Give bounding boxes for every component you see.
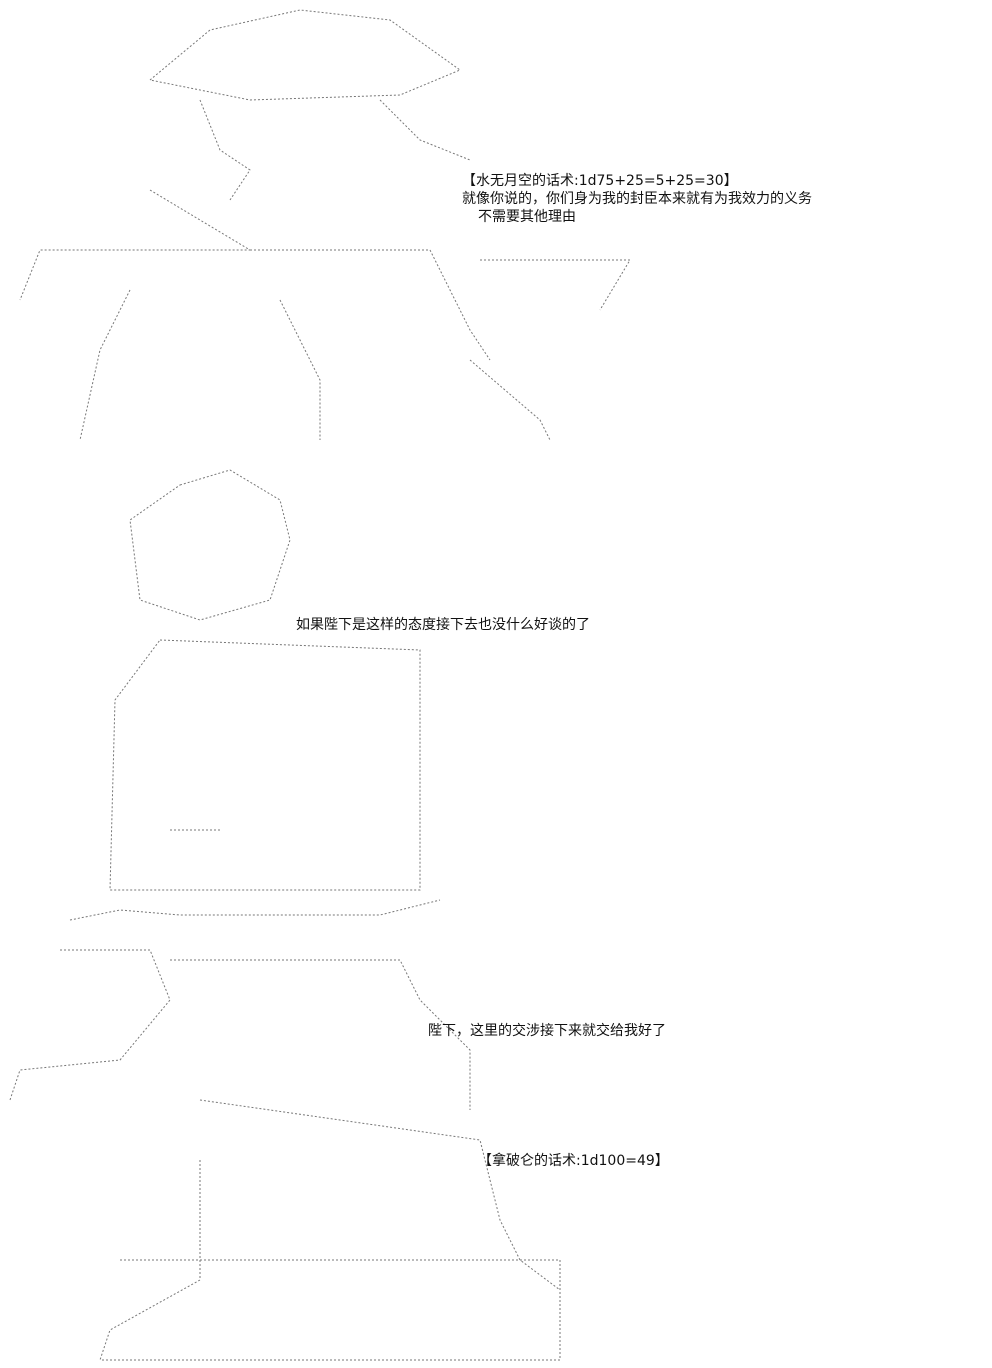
dialogue-line: 陛下，这里的交涉接下来就交给我好了 (428, 1023, 666, 1039)
dice-roll-text-2: 【拿破仑的话术:1d100=49】 (478, 1153, 669, 1169)
dice-roll-text-1: 【水无月空的话术:1d75+25=5+25=30】 (462, 173, 738, 189)
dialogue-line: 就像你说的，你们身为我的封臣本来就有为我效力的义务 (462, 191, 812, 207)
dialogue-line: 不需要其他理由 (478, 209, 576, 225)
dialogue-line: 如果陛下是这样的态度接下去也没什么好谈的了 (296, 617, 590, 633)
